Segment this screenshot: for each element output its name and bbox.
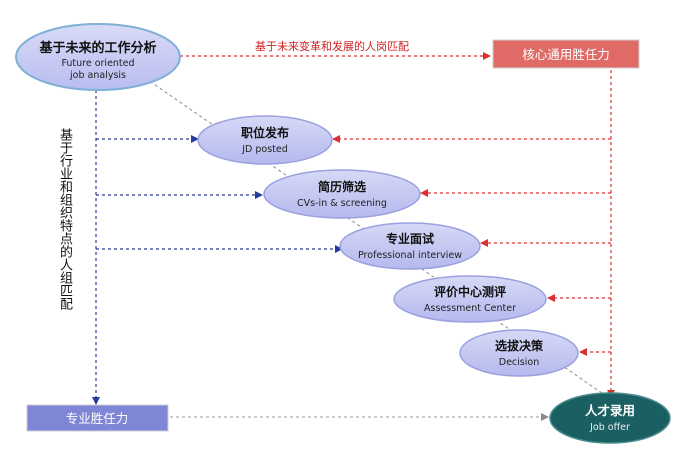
decision-en: Decision bbox=[499, 357, 539, 368]
professional-competency-label: 专业胜任力 bbox=[66, 411, 129, 426]
jd-posting-node bbox=[197, 115, 333, 165]
job-offer-node bbox=[549, 392, 671, 444]
assessment-node bbox=[393, 275, 547, 323]
professional-competency-box bbox=[26, 404, 169, 432]
interview-en: Professional interview bbox=[358, 250, 462, 261]
decision-zh: 选拔决策 bbox=[495, 338, 544, 353]
core-competency-box bbox=[492, 39, 640, 69]
left-vertical-label: 基于行业和组织特点的人组匹配 bbox=[57, 128, 72, 310]
jd-posting-en: JD posted bbox=[241, 144, 288, 155]
job-analysis-en-1: Future oriented bbox=[61, 58, 134, 69]
jd-posting-zh: 职位发布 bbox=[241, 125, 289, 140]
screening-node bbox=[263, 169, 421, 219]
assessment-zh: 评价中心测评 bbox=[434, 284, 506, 299]
job-analysis-node bbox=[15, 23, 181, 91]
job-analysis-zh: 基于未来的工作分析 bbox=[38, 40, 156, 56]
interview-zh: 专业面试 bbox=[386, 231, 434, 246]
decision-node bbox=[459, 329, 579, 377]
screening-zh: 简历筛选 bbox=[318, 179, 366, 194]
job-offer-en: Job offer bbox=[589, 422, 630, 433]
top-arrow-label: 基于未来变革和发展的人岗匹配 bbox=[255, 39, 409, 53]
core-competency-label: 核心通用胜任力 bbox=[522, 47, 610, 62]
assessment-en: Assessment Center bbox=[424, 303, 516, 314]
screening-en: CVs-in & screening bbox=[297, 198, 387, 209]
interview-node bbox=[339, 222, 481, 270]
job-offer-zh: 人才录用 bbox=[585, 403, 635, 418]
job-analysis-en-2: job analysis bbox=[69, 70, 126, 81]
